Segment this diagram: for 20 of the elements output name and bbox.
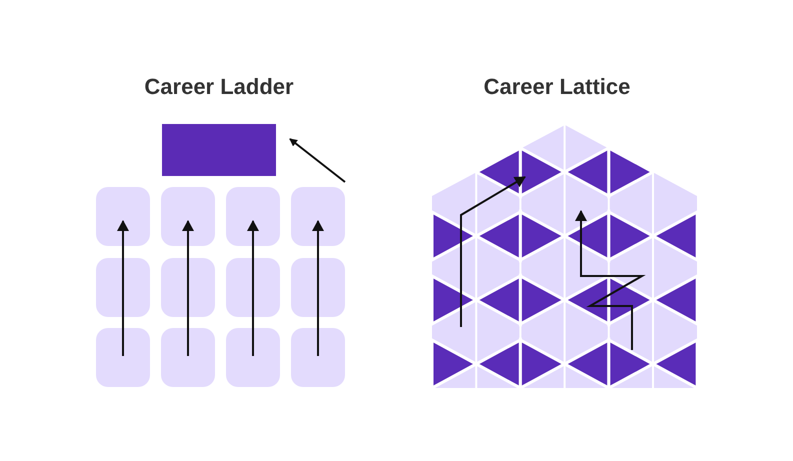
step-tile [291, 258, 345, 317]
step-tile [291, 187, 345, 246]
step-tile [161, 187, 215, 246]
step-tile [96, 258, 150, 317]
arrow [247, 220, 259, 286]
top-position-box [162, 124, 276, 176]
heading: Career Lattice [484, 74, 630, 99]
step-tile [226, 187, 280, 246]
step-tile [291, 328, 345, 387]
step-tile [161, 258, 215, 317]
step-tile [226, 328, 280, 387]
arrow [289, 138, 346, 183]
step-tile [96, 187, 150, 246]
arrow [312, 220, 324, 286]
step-tile [161, 328, 215, 387]
arrow [117, 220, 129, 286]
arrow [182, 220, 194, 286]
step-tile [96, 328, 150, 387]
step-tile [226, 258, 280, 317]
heading: Career Ladder [144, 74, 294, 99]
